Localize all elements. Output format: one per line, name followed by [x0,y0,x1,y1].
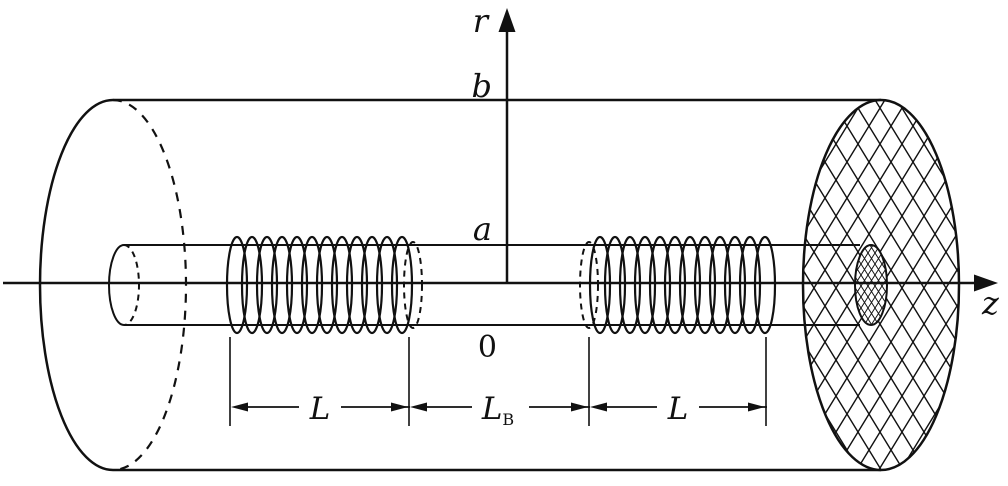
inner-conductor-left-end-back-arc-dashed [123,244,140,326]
coil-turn [738,235,762,335]
coil-turn [618,235,642,335]
dim-arrowhead-left [410,402,427,412]
coil-turn [588,235,612,335]
inner-conductor-right-end-cap-hatched [854,244,888,326]
coil-turn [603,235,627,335]
left-coil [225,235,423,335]
coil-turn [240,235,264,335]
coil-turn [300,235,324,335]
coil-turn [723,235,747,335]
right-coil-start-dashed-ellipse [579,241,599,329]
coil-turn [678,235,702,335]
coil-turn [345,235,369,335]
axes: r z b a 0 [3,2,1000,365]
r-axis-arrowhead [498,8,516,32]
left-coil-length-label: L [309,391,331,427]
coil-turn [663,235,687,335]
gap-length-label: LB [481,391,514,429]
dim-arrowhead-right [571,402,588,412]
coil-turn [708,235,732,335]
origin-label: 0 [478,330,497,365]
dim-arrowhead-left [590,402,607,412]
coil-turn [390,235,414,335]
coil-turn [315,235,339,335]
inner-radius-label: a [473,210,492,248]
outer-cylinder-left-end-front-arc [38,98,114,472]
dimension-annotations: L LB L [229,337,767,429]
z-axis-arrowhead [974,274,998,292]
coil-turn [285,235,309,335]
right-coil-length-label: L [667,391,689,427]
left-coil-end-dashed-ellipse [403,241,423,329]
coil-turn [633,235,657,335]
coil-turn [753,235,777,335]
coil-turn [225,235,249,335]
z-axis-label: z [981,284,1000,322]
coil-turn [270,235,294,335]
inner-conductor-left-end-front-arc [108,244,125,326]
coil-turn [330,235,354,335]
right-coil [579,235,777,335]
coil-turn [375,235,399,335]
dim-arrowhead-right [748,402,765,412]
outer-radius-label: b [472,67,492,105]
inner-conductor [108,244,888,326]
outer-cylinder-left-end-back-arc-dashed [112,98,188,472]
coil-turn [648,235,672,335]
r-axis-label: r [473,2,490,40]
coil-turn [693,235,717,335]
coil-turn [360,235,384,335]
coil-turn [255,235,279,335]
dim-arrowhead-left [231,402,248,412]
dim-arrowhead-right [391,402,408,412]
